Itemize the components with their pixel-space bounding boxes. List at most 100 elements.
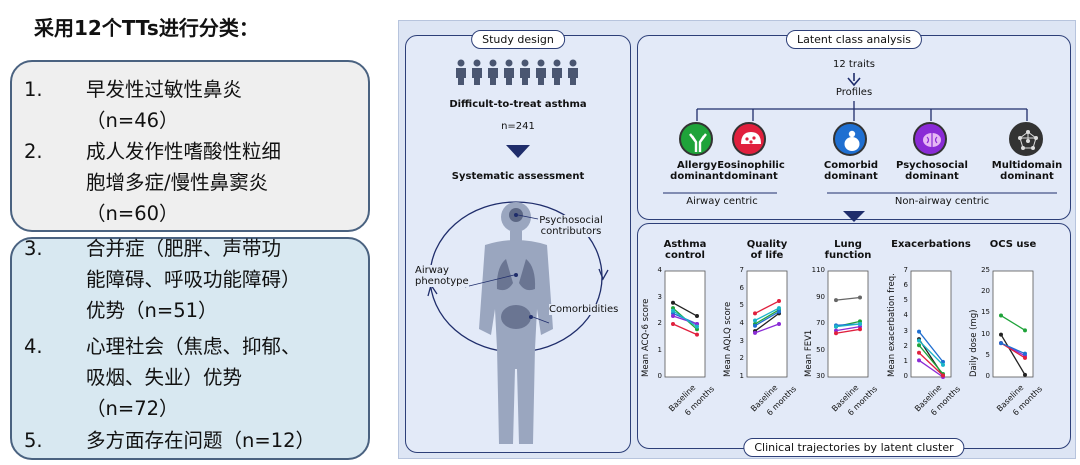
list-item-number: 3. <box>24 237 43 260</box>
airway-phenotype-label: Airway phenotype <box>415 265 469 287</box>
series-line <box>918 340 944 366</box>
data-point <box>777 299 781 304</box>
series-line <box>672 315 698 325</box>
data-point <box>917 329 921 334</box>
classification-list-box-non-airway: 3. 合并症（肥胖、声带功 能障碍、呼吸功能障碍） 优势（n=51） 4. 心理… <box>10 237 370 460</box>
data-point <box>695 324 699 329</box>
chart-tick-label: 10 <box>981 329 990 338</box>
classification-list-box-airway: 1. 早发性过敏性鼻炎 （n=46） 2. 成人发作性嗜酸性粒细 胞增多症/慢性… <box>10 60 370 232</box>
series-line <box>835 296 861 301</box>
data-point <box>834 331 838 336</box>
trajectory-chart-plot <box>992 270 1034 378</box>
list-item-number: 4. <box>24 335 43 358</box>
data-point <box>777 306 781 311</box>
page-heading: 采用12个TTs进行分类： <box>34 16 259 40</box>
series-line <box>754 323 780 334</box>
chart-tick-label: 20 <box>981 287 990 296</box>
list-item-number: 2. <box>24 140 43 163</box>
chart-tick-label: 2 <box>739 354 744 363</box>
sample-size: n=241 <box>501 121 535 132</box>
series-line <box>918 352 944 376</box>
chart-tick-label: 3 <box>739 336 744 345</box>
chart-tick-label: 2 <box>903 341 908 350</box>
chart-title: Exacerbations <box>891 239 971 250</box>
data-point <box>999 341 1003 346</box>
data-point <box>1023 372 1027 377</box>
chart-tick-label: 0 <box>985 372 990 380</box>
series-line <box>1000 334 1026 376</box>
data-point <box>671 322 675 326</box>
list-item-text: 合并症（肥胖、声带功 能障碍、呼吸功能障碍） 优势（n=51） <box>86 237 301 322</box>
chart-tick-label: 5 <box>739 301 744 310</box>
chart-tick-label: 50 <box>816 345 825 354</box>
people-icon <box>456 59 578 85</box>
down-arrow-icon <box>506 145 530 158</box>
traits-label: 12 traits <box>833 59 875 70</box>
series-line <box>754 307 780 322</box>
data-point <box>917 350 921 355</box>
body-icon <box>833 122 867 156</box>
data-point <box>753 318 757 323</box>
series-line <box>672 310 698 328</box>
data-point <box>695 332 699 337</box>
series-line <box>918 359 944 378</box>
down-arrow-icon <box>843 211 865 222</box>
series-line <box>918 344 944 375</box>
series-line <box>754 300 780 314</box>
data-point <box>834 324 838 329</box>
chart-tick-label: 3 <box>657 292 662 301</box>
chart-tick-label: 4 <box>903 311 908 320</box>
data-point <box>695 314 699 319</box>
series-line <box>754 309 780 325</box>
chart-tick-label: 25 <box>981 266 990 274</box>
centric-bracket-lines <box>663 192 1057 194</box>
chart-y-label: Daily dose (mg) <box>969 309 979 377</box>
data-point <box>753 330 757 335</box>
data-point <box>858 322 862 326</box>
data-point <box>753 323 757 328</box>
chart-y-label: Mean ACQ-6 score <box>641 298 651 377</box>
data-point <box>858 295 862 300</box>
data-point <box>671 300 675 305</box>
chart-tick-label: 6 <box>903 281 908 290</box>
series-line <box>754 312 780 332</box>
chart-tick-label: 0 <box>903 372 908 380</box>
series-line <box>1000 342 1026 355</box>
chart-title: OCS use <box>989 239 1037 250</box>
brain-icon <box>913 122 947 156</box>
series-line <box>835 328 861 334</box>
chart-tick-label: 15 <box>981 308 990 317</box>
series-line <box>835 326 861 332</box>
chart-tick-label: 110 <box>811 266 825 274</box>
profile-connector-lines <box>696 101 1028 121</box>
data-point <box>777 322 781 326</box>
trajectory-chart-plot <box>664 270 706 378</box>
non-airway-centric-label: Non-airway centric <box>894 196 990 207</box>
chart-tick-label: 7 <box>739 266 744 274</box>
data-point <box>917 343 921 348</box>
data-point <box>941 359 945 364</box>
list-item-number: 5. <box>24 429 43 452</box>
list-item-text: 早发性过敏性鼻炎 （n=46） <box>86 78 243 132</box>
trajectory-chart-plot <box>910 270 952 379</box>
data-point <box>941 362 945 367</box>
psychosocial-label: Psychosocial contributors <box>539 215 603 237</box>
list-item-text: 成人发作性嗜酸性粒细 胞增多症/慢性鼻窦炎 （n=60） <box>86 140 282 225</box>
series-line <box>672 323 698 336</box>
chart-frame <box>992 270 1034 378</box>
list-item-text: 多方面存在问题（n=12） <box>86 429 316 452</box>
trajectory-title: Clinical trajectories by latent cluster <box>743 438 965 457</box>
human-body-illustration <box>427 201 609 444</box>
data-point <box>671 308 675 313</box>
chart-title: Quality of life <box>746 239 788 261</box>
study-design-title: Study design <box>471 30 565 49</box>
eosinophil-icon <box>732 122 766 156</box>
series-line <box>672 302 698 317</box>
data-point <box>777 309 781 314</box>
class-label-psychosocial: Psychosocial dominant <box>896 160 968 182</box>
data-point <box>671 314 675 319</box>
data-point <box>858 327 862 332</box>
series-line <box>918 331 944 363</box>
data-point <box>753 311 757 316</box>
class-label-comorbid: Comorbid dominant <box>823 160 879 182</box>
